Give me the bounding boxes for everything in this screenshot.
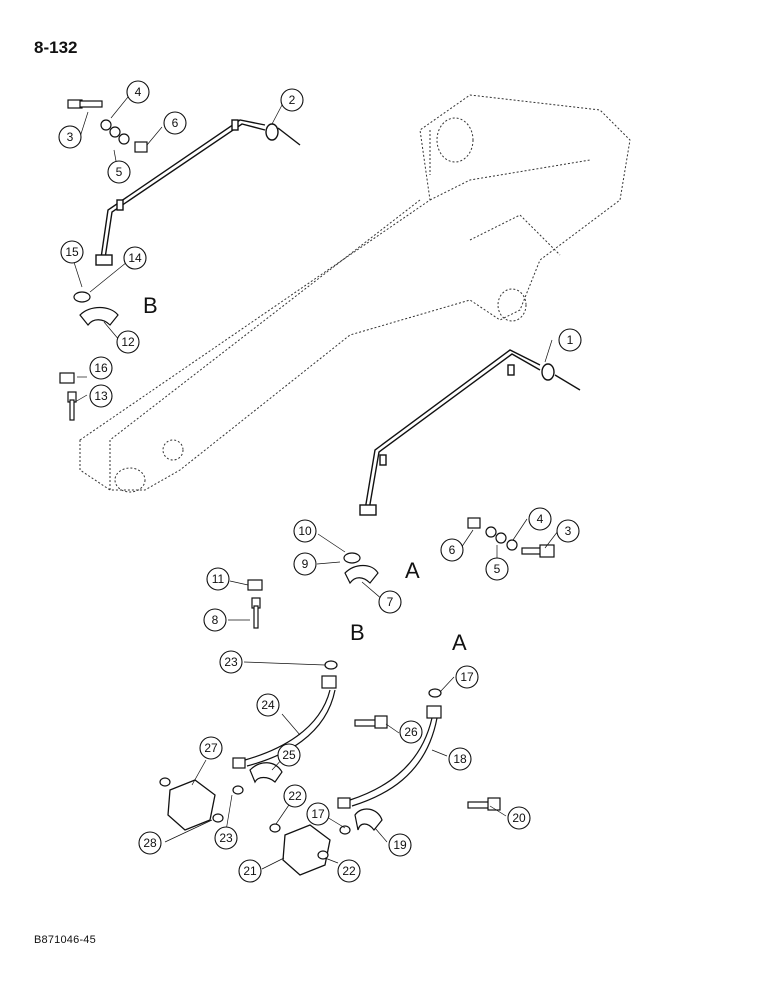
callout-9-label: 9 <box>302 557 309 571</box>
callout-25: 25 <box>277 743 301 767</box>
callout-13-label: 13 <box>94 389 108 403</box>
view-letter-b-lower: B <box>350 620 365 645</box>
callout-5: 5 <box>107 160 131 184</box>
callout-16: 16 <box>89 356 113 380</box>
callout-23-label: 23 <box>224 655 238 669</box>
callout-6-lower-label: 6 <box>449 543 456 557</box>
callout-22-lower: 22 <box>337 859 361 883</box>
callout-23-lower: 23 <box>214 826 238 850</box>
callout-6: 6 <box>163 111 187 135</box>
callout-18-label: 18 <box>453 752 467 766</box>
callout-11-label: 11 <box>212 572 225 586</box>
callout-21-label: 21 <box>243 864 257 878</box>
callout-1: 1 <box>558 328 582 352</box>
callout-17-lower-label: 17 <box>311 807 325 821</box>
callout-24-label: 24 <box>261 698 275 712</box>
callout-13: 13 <box>89 384 113 408</box>
callout-2: 2 <box>280 88 304 112</box>
callout-23-lower-label: 23 <box>219 831 233 845</box>
callout-18: 18 <box>448 747 472 771</box>
callout-10-label: 10 <box>298 524 312 538</box>
clamps-and-seals <box>73 291 442 860</box>
callout-2-label: 2 <box>289 93 296 107</box>
callout-28: 28 <box>138 831 162 855</box>
fasteners <box>59 99 555 811</box>
callout-5-lower: 5 <box>485 557 509 581</box>
callout-4: 4 <box>126 80 150 104</box>
callout-7: 7 <box>378 590 402 614</box>
manifold-blocks <box>167 779 331 876</box>
page-number: 8-132 <box>34 38 78 57</box>
callout-15: 15 <box>60 240 84 264</box>
callouts: 1 2 3 4 5 6 7 8 <box>58 80 582 883</box>
callout-22: 22 <box>283 784 307 808</box>
view-letter-b-upper: B <box>143 293 158 318</box>
callout-4-label: 4 <box>135 85 142 99</box>
callout-24: 24 <box>256 693 280 717</box>
pipe-1-assembly <box>359 349 581 516</box>
callout-3: 3 <box>58 125 82 149</box>
callout-21: 21 <box>238 859 262 883</box>
callout-11: 11 <box>206 567 230 591</box>
dipper-arm <box>79 94 631 493</box>
callout-6-label: 6 <box>172 116 179 130</box>
drawing-code: B871046-45 <box>34 934 96 946</box>
callout-1-label: 1 <box>567 333 574 347</box>
callout-8-label: 8 <box>212 613 219 627</box>
callout-20-label: 20 <box>512 811 526 825</box>
callout-5-lower-label: 5 <box>494 562 501 576</box>
callout-25-label: 25 <box>282 748 296 762</box>
callout-17: 17 <box>455 665 479 689</box>
callout-6-lower: 6 <box>440 538 464 562</box>
callout-28-label: 28 <box>143 836 157 850</box>
callout-8: 8 <box>203 608 227 632</box>
callout-9: 9 <box>293 552 317 576</box>
callout-12: 12 <box>116 330 140 354</box>
callout-27: 27 <box>199 736 223 760</box>
callout-4-lower-label: 4 <box>537 512 544 526</box>
callout-5-label: 5 <box>116 165 123 179</box>
callout-4-lower: 4 <box>528 507 552 531</box>
callout-16-label: 16 <box>94 361 108 375</box>
callout-12-label: 12 <box>121 335 135 349</box>
callout-20: 20 <box>507 806 531 830</box>
callout-14: 14 <box>123 246 147 270</box>
callout-23: 23 <box>219 650 243 674</box>
callout-22-label: 22 <box>288 789 302 803</box>
callout-27-label: 27 <box>204 741 218 755</box>
callout-3-label: 3 <box>67 130 74 144</box>
callout-3-lower-label: 3 <box>565 524 572 538</box>
callout-22-lower-label: 22 <box>342 864 356 878</box>
hose-18 <box>337 705 442 809</box>
callout-17-label: 17 <box>460 670 474 684</box>
callout-19: 19 <box>388 833 412 857</box>
leader-lines <box>71 96 559 870</box>
callout-19-label: 19 <box>393 838 407 852</box>
view-letters: B A B A <box>143 293 467 655</box>
callout-10: 10 <box>293 519 317 543</box>
view-letter-a-lower: A <box>452 630 467 655</box>
callout-3-lower: 3 <box>556 519 580 543</box>
view-letter-a-upper: A <box>405 558 420 583</box>
callout-26-label: 26 <box>404 725 418 739</box>
callout-15-label: 15 <box>65 245 79 259</box>
callout-17-lower: 17 <box>306 802 330 826</box>
pipe-2-assembly <box>95 119 301 266</box>
hose-24 <box>232 675 337 769</box>
callout-26: 26 <box>399 720 423 744</box>
callout-14-label: 14 <box>128 251 142 265</box>
callout-7-label: 7 <box>387 595 394 609</box>
